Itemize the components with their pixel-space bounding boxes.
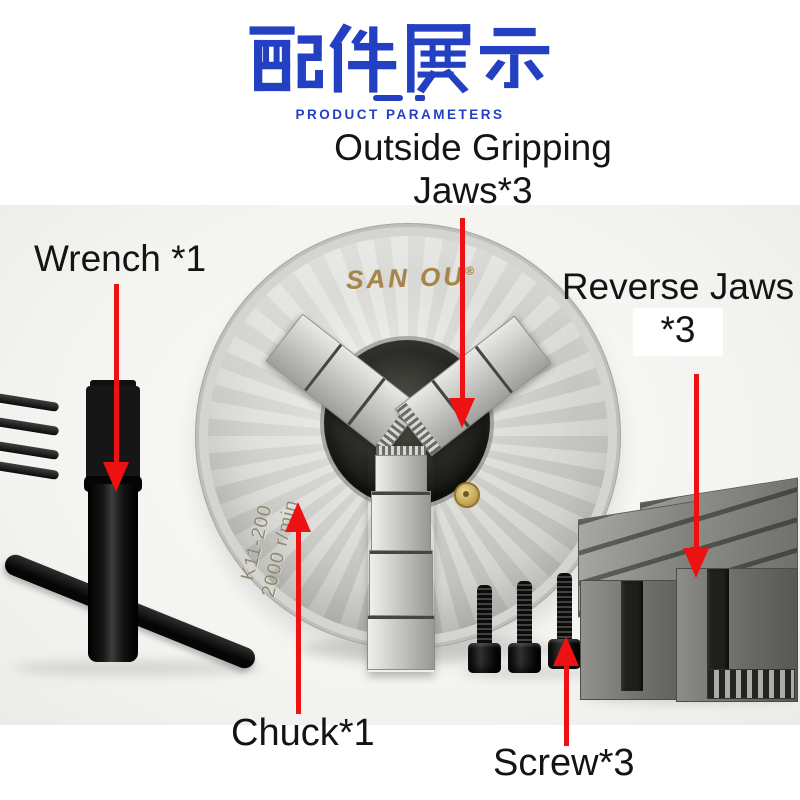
arrow-down-icon <box>103 462 129 492</box>
label-line: Outside Gripping <box>334 127 612 168</box>
subtitle: PRODUCT PARAMETERS <box>295 107 505 122</box>
jaw-rack-teeth <box>707 669 795 699</box>
wrench-spring-coil <box>0 461 60 480</box>
jaw-step <box>372 492 430 551</box>
screw-thread <box>557 573 572 641</box>
wrench-shadow <box>14 660 264 676</box>
screw-head <box>508 643 541 673</box>
arrow-down-icon <box>449 398 475 428</box>
brand-logo: SAN OU® <box>346 259 517 296</box>
reverse-jaw-set <box>578 477 798 702</box>
wrench-spring-coil <box>0 393 60 412</box>
title-glyph-jian <box>329 23 397 93</box>
arrow-to-wrench <box>114 284 119 466</box>
arrow-up-icon <box>553 636 579 666</box>
page-title: 配件展示 <box>248 20 552 98</box>
label-chuck: Chuck*1 <box>231 712 375 754</box>
jaw-guide-slot <box>621 581 643 691</box>
wrench-spring-coil <box>0 417 60 436</box>
title-underline-dot <box>415 95 425 101</box>
arrow-to-reverse-jaws <box>694 374 699 552</box>
label-line: Reverse Jaws <box>561 266 795 307</box>
arrow-up-icon <box>285 502 311 532</box>
jaw-serration <box>376 446 426 456</box>
label-outside-gripping-jaws: Outside Gripping Jaws*3 <box>273 126 673 212</box>
label-line: Jaws*3 <box>413 170 533 211</box>
title-glyph-zhan <box>406 24 470 94</box>
arrow-to-screws <box>564 662 569 746</box>
screw-thread <box>517 581 532 645</box>
label-wrench: Wrench *1 <box>34 238 207 279</box>
label-line: *3 <box>632 308 724 356</box>
trademark-icon: ® <box>464 263 475 279</box>
brass-pin <box>454 482 480 508</box>
label-screw: Screw*3 <box>493 742 635 784</box>
jaw-step <box>370 551 432 616</box>
screw-head <box>468 643 501 673</box>
arrow-to-outside-jaws <box>460 218 465 402</box>
reverse-jaw-front-right <box>676 568 798 702</box>
label-reverse-jaws: Reverse Jaws *3 <box>560 266 796 356</box>
reverse-jaw-front-left <box>580 580 694 700</box>
title-underline-dash <box>373 95 403 101</box>
brass-pin-center <box>463 491 469 497</box>
jaw-step <box>376 456 426 492</box>
arrow-down-icon <box>683 548 709 578</box>
jaw-step <box>368 616 434 669</box>
screw-thread <box>477 585 492 645</box>
arrow-to-chuck <box>296 528 301 714</box>
chuck-wrench <box>0 380 280 690</box>
brand-text: SAN OU <box>345 260 466 295</box>
wrench-spring-coil <box>0 441 60 460</box>
jaw-guide-slot <box>707 569 729 693</box>
gripping-jaw-bottom <box>368 446 434 672</box>
title-glyph-shi <box>479 27 549 89</box>
wrench-body <box>88 484 138 662</box>
title-glyph-pei <box>249 26 324 92</box>
